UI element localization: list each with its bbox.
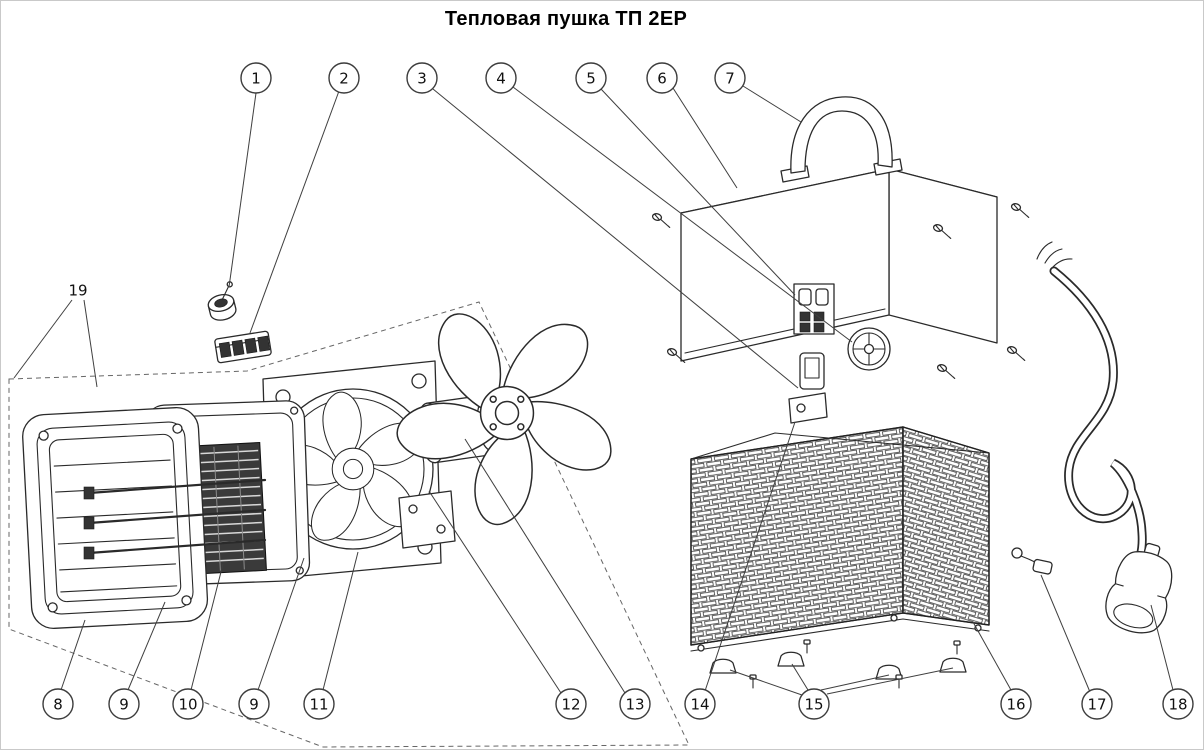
rubber-feet — [709, 651, 967, 680]
callout-14: 14 — [684, 688, 716, 720]
callout-18: 18 — [1162, 688, 1194, 720]
carry-handle — [780, 96, 903, 183]
assembly-outline — [8, 301, 690, 748]
mounting-bracket — [788, 352, 828, 424]
leader-line-15 — [729, 669, 803, 696]
leader-line-2 — [249, 90, 340, 334]
terminal-block — [214, 330, 272, 364]
leader-line-5 — [600, 88, 796, 296]
leader-line-8 — [60, 619, 86, 691]
svg-text:4: 4 — [496, 70, 506, 88]
callout-13: 13 — [619, 688, 651, 720]
overheat-sensor — [1011, 547, 1053, 575]
svg-text:7: 7 — [725, 70, 735, 88]
svg-text:14: 14 — [690, 696, 709, 714]
svg-text:19: 19 — [68, 282, 87, 300]
motor-bracket — [398, 490, 456, 549]
leader-line-14 — [704, 421, 796, 692]
callout-4: 4 — [485, 62, 517, 94]
svg-text:11: 11 — [309, 696, 328, 714]
leader-line-12 — [428, 490, 562, 694]
leader-line-15 — [826, 667, 954, 695]
leader-line-7 — [742, 85, 802, 123]
toggle-switch — [207, 281, 237, 321]
svg-text:2: 2 — [339, 70, 349, 88]
svg-text:1: 1 — [251, 70, 261, 88]
leader-line-15 — [791, 663, 809, 691]
callout-3: 3 — [406, 62, 438, 94]
leader-line-16 — [972, 621, 1012, 691]
leader-lines — [13, 85, 1174, 696]
fan-impeller — [389, 310, 620, 534]
callout-10: 10 — [172, 688, 204, 720]
svg-text:9: 9 — [249, 696, 259, 714]
leader-line-4 — [512, 86, 853, 343]
svg-text:12: 12 — [561, 696, 580, 714]
power-cord — [1036, 241, 1173, 634]
heater-rods — [83, 478, 267, 560]
leader-line-1 — [228, 92, 257, 288]
callout-5: 5 — [575, 62, 607, 94]
svg-text:15: 15 — [804, 696, 823, 714]
callout-6: 6 — [646, 62, 678, 94]
power-plug — [1105, 542, 1173, 634]
callout-2: 2 — [328, 62, 360, 94]
svg-text:13: 13 — [625, 696, 644, 714]
leader-line-13 — [464, 438, 626, 694]
leader-line-19 — [83, 299, 98, 388]
callout-1: 1 — [240, 62, 272, 94]
svg-text:9: 9 — [119, 696, 129, 714]
callout-7: 7 — [714, 62, 746, 94]
leader-line-10 — [190, 563, 224, 691]
svg-text:18: 18 — [1168, 696, 1187, 714]
callout-15: 15 — [798, 688, 830, 720]
callout-12: 12 — [555, 688, 587, 720]
callout-19: 19 — [68, 282, 87, 300]
callout-9: 9 — [108, 688, 140, 720]
housing-cover — [680, 168, 998, 362]
callout-9: 9 — [238, 688, 270, 720]
leader-line-11 — [322, 551, 359, 691]
callout-17: 17 — [1081, 688, 1113, 720]
leader-line-17 — [1040, 574, 1091, 693]
leader-line-9 — [127, 601, 166, 691]
switch-block — [793, 283, 835, 335]
svg-text:8: 8 — [53, 696, 63, 714]
callout-16: 16 — [1000, 688, 1032, 720]
svg-text:17: 17 — [1087, 696, 1106, 714]
svg-text:6: 6 — [657, 70, 667, 88]
fan-guard — [262, 360, 442, 580]
svg-text:3: 3 — [417, 70, 427, 88]
wire-ends — [1036, 241, 1073, 269]
front-grille — [22, 407, 209, 629]
thermostat-wheel — [847, 327, 891, 371]
callout-11: 11 — [303, 688, 335, 720]
leader-line-3 — [432, 88, 799, 389]
svg-text:5: 5 — [586, 70, 596, 88]
svg-text:16: 16 — [1006, 696, 1025, 714]
heater-cage — [690, 426, 990, 652]
svg-text:10: 10 — [178, 696, 197, 714]
diagram-title: Тепловая пушка ТП 2ЕР — [444, 8, 688, 30]
leader-line-15 — [820, 674, 890, 691]
leader-line-9 — [257, 557, 305, 691]
leader-line-18 — [1150, 604, 1174, 691]
callout-8: 8 — [42, 688, 74, 720]
leader-line-19 — [13, 299, 73, 379]
leader-line-6 — [672, 87, 738, 189]
